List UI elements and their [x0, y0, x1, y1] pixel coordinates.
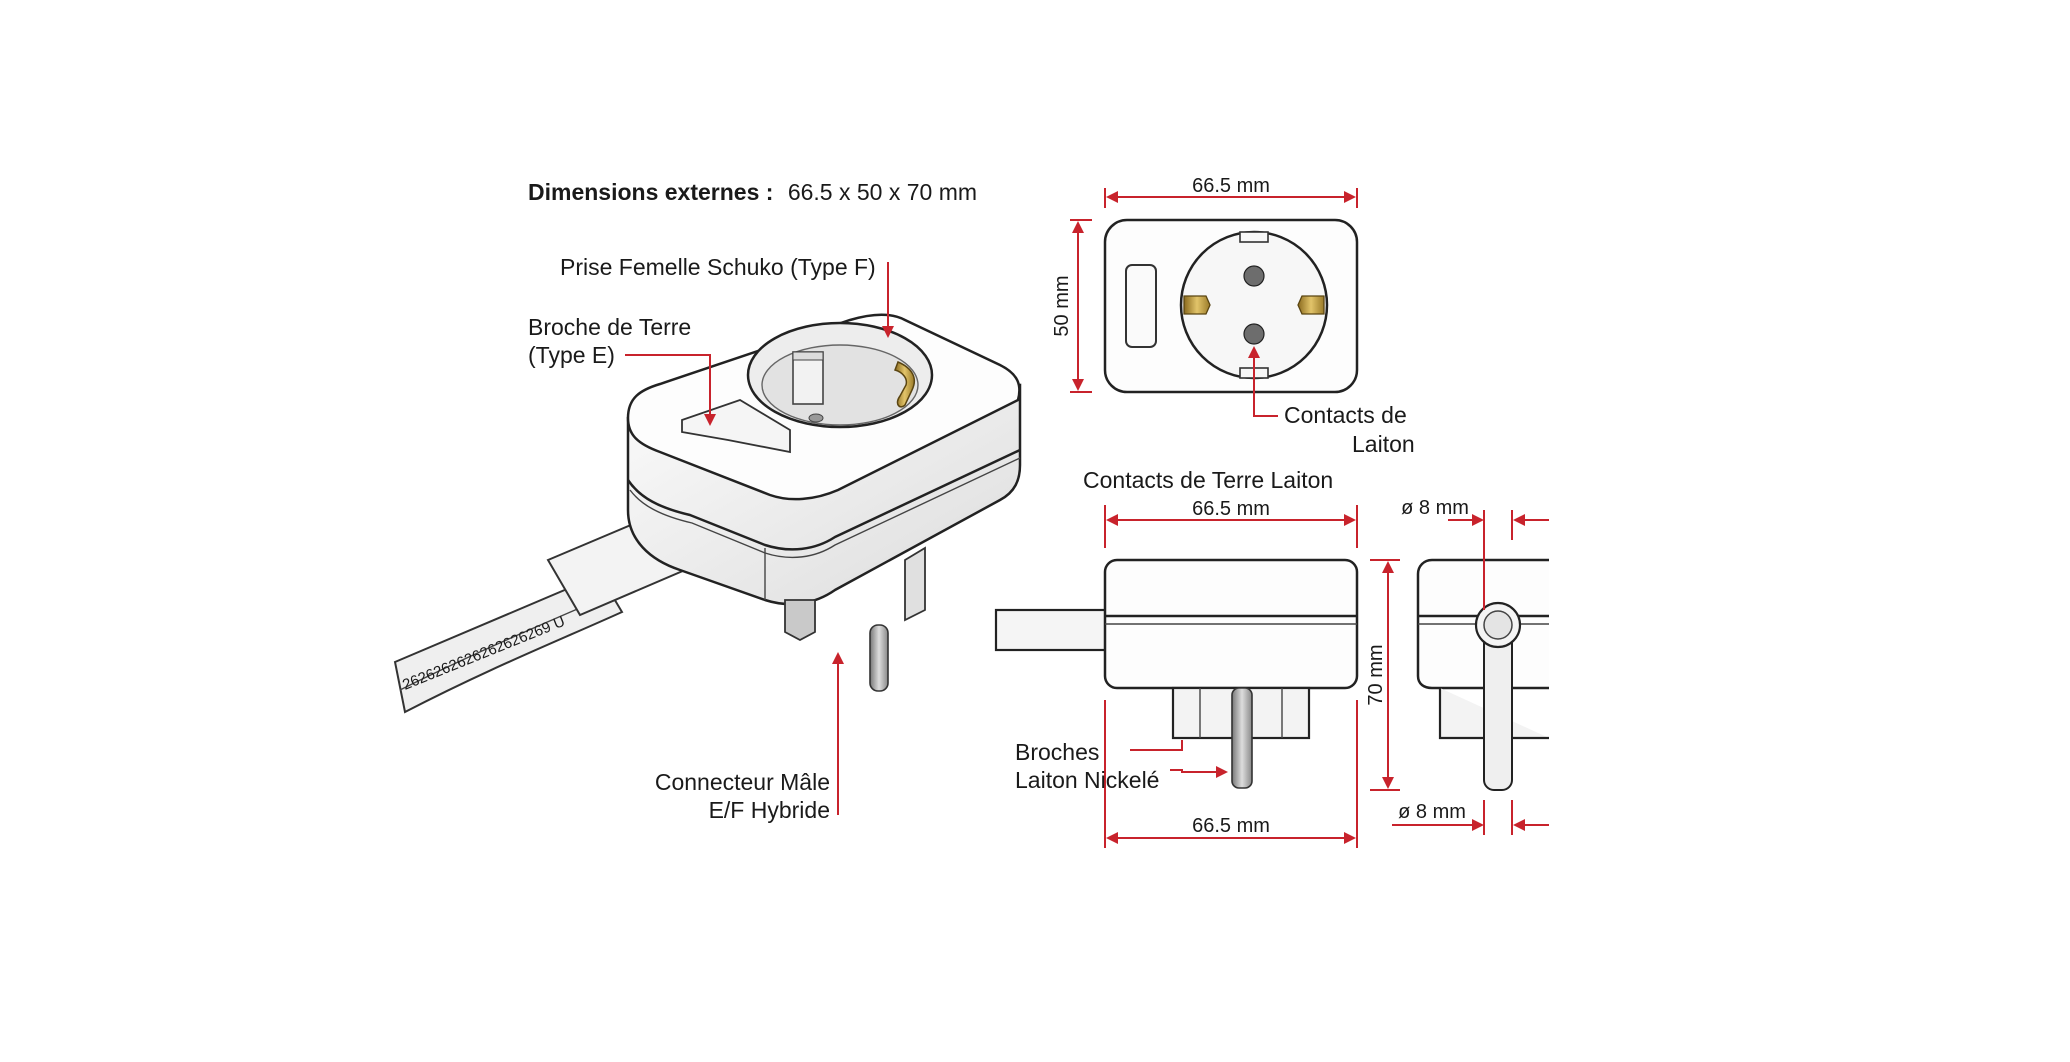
end-view [1416, 558, 1549, 791]
top-view [1103, 218, 1359, 394]
dim-cable-diameter-top: ø 8 mm [1401, 497, 1469, 519]
dim-side-height: 70 mm [1365, 644, 1387, 705]
dim-top-height: 50 mm [1051, 275, 1073, 336]
dimensions-title: Dimensions externes : 66.5 x 50 x 70 mm [528, 179, 977, 205]
label-earth-contacts: Contacts de Terre Laiton [1083, 467, 1333, 493]
end-view-dimensions: ø 8 mm ø 8 mm [1392, 497, 1549, 835]
dimensions-title-value: 66.5 x 50 x 70 mm [788, 179, 977, 205]
label-earth-pin-line2: (Type E) [528, 342, 615, 368]
label-brass-contacts-line2: Laiton [1352, 431, 1415, 457]
dim-side-width-top: 66.5 mm [1192, 498, 1270, 520]
male-pins [784, 546, 926, 692]
top-view-dimensions: 66.5 mm 50 mm Contacts de Laiton [1051, 175, 1415, 457]
label-pins-line2: Laiton Nickelé [1015, 767, 1159, 793]
adapter-3d-view: 2626262626262626269 U [393, 313, 1022, 714]
label-female-socket: Prise Femelle Schuko (Type F) [560, 254, 876, 280]
dim-top-width: 66.5 mm [1192, 175, 1270, 197]
label-brass-contacts-line1: Contacts de [1284, 402, 1407, 428]
brass-contact [894, 361, 916, 408]
dimensions-title-bold: Dimensions externes : [528, 179, 773, 205]
label-male-connector-line2: E/F Hybride [709, 797, 830, 823]
dim-cable-diameter-bottom: ø 8 mm [1398, 801, 1466, 823]
callouts-3d: Prise Femelle Schuko (Type F) Broche de … [528, 254, 894, 823]
label-earth-pin-line1: Broche de Terre [528, 314, 691, 340]
label-male-connector-line1: Connecteur Mâle [655, 769, 830, 795]
side-view [994, 558, 1359, 789]
dim-side-width-bottom: 66.5 mm [1192, 815, 1270, 837]
side-view-dimensions: 66.5 mm 70 mm 66.5 mm Broches Laiton Nic… [1015, 498, 1400, 848]
label-pins-line1: Broches [1015, 739, 1099, 765]
